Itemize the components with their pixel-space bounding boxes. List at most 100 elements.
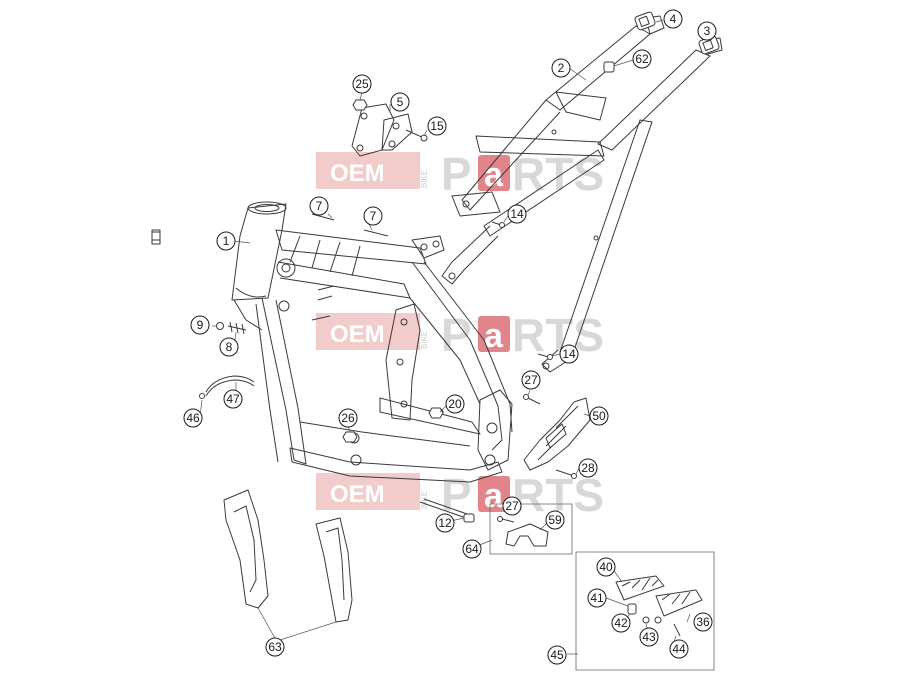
svg-text:26: 26 [341,411,355,425]
bolt-8 [227,321,247,335]
svg-text:BIKE: BIKE [420,170,429,188]
svg-text:45: 45 [550,648,564,662]
svg-text:P: P [441,148,472,200]
callout-41: 41 [587,588,607,608]
svg-text:8: 8 [226,340,233,354]
callout-28: 28 [578,458,598,478]
end-cap-4 [634,11,656,31]
svg-text:41: 41 [590,591,604,605]
svg-text:50: 50 [592,409,606,423]
svg-text:a: a [484,317,504,355]
callout-4: 4 [663,9,683,29]
callout-3: 3 [697,21,717,41]
footrest-kit-box-45 [575,551,715,671]
svg-text:OEM: OEM [330,321,385,348]
callout-47: 47 [223,389,243,409]
svg-text:BIKE: BIKE [420,331,429,349]
callout-20: 20 [445,394,465,414]
clip-7b [151,229,389,245]
callout-42: 42 [611,613,631,633]
callout-7a: 7 [309,196,329,216]
bolt-12 [419,498,475,523]
bracket-5 [351,103,413,157]
svg-text:9: 9 [197,318,204,332]
svg-text:15: 15 [430,119,444,133]
bolt-14-upper [491,221,505,228]
callout-2: 2 [551,58,571,78]
bolt-27 [523,394,541,405]
main-frame [151,201,513,483]
callout-14-lower: 14 [559,344,579,364]
svg-text:P: P [441,309,472,361]
callout-5: 5 [390,92,410,112]
hose-47 [205,375,255,397]
nut-20 [428,407,444,419]
callout-12: 12 [435,513,455,533]
nut-26 [342,431,358,443]
callout-62: 62 [632,49,652,69]
bushing-62 [603,61,615,73]
svg-text:OEM: OEM [330,160,385,187]
svg-text:RTS: RTS [512,309,604,361]
svg-text:25: 25 [355,77,369,91]
svg-text:63: 63 [268,640,282,654]
kit-box-64 [489,503,573,555]
svg-text:4: 4 [670,12,677,26]
svg-text:40: 40 [599,560,613,574]
svg-text:27: 27 [524,373,538,387]
callout-9: 9 [190,315,210,335]
svg-text:2: 2 [558,61,565,75]
svg-text:1: 1 [223,234,230,248]
callout-7b: 7 [363,206,383,226]
callout-44: 44 [669,639,689,659]
nut-25 [352,99,368,111]
svg-text:43: 43 [642,630,656,644]
callout-25: 25 [352,74,372,94]
frame-guards-63 [223,489,353,641]
callout-43: 43 [639,627,659,647]
svg-text:46: 46 [186,411,200,425]
svg-text:59: 59 [548,513,562,527]
svg-text:36: 36 [696,615,710,629]
svg-text:7: 7 [316,199,323,213]
svg-text:64: 64 [465,542,479,556]
svg-text:62: 62 [635,52,649,66]
callout-59: 59 [545,510,565,530]
svg-text:OEM: OEM [330,481,385,508]
callout-8: 8 [219,337,239,357]
bolt-14-lower [537,353,553,360]
svg-text:20: 20 [448,397,462,411]
svg-text:3: 3 [704,24,711,38]
clip-7a [311,213,335,221]
callout-50: 50 [589,406,609,426]
bolt-28 [555,469,577,479]
clip-46 [199,393,205,399]
callout-27-frame: 27 [521,370,541,390]
callout-36: 36 [693,612,713,632]
svg-text:27: 27 [505,499,519,513]
svg-text:BIKE: BIKE [420,491,429,509]
svg-text:7: 7 [370,209,377,223]
svg-text:a: a [484,477,504,515]
callout-46: 46 [183,408,203,428]
washer-9 [216,322,224,330]
callout-40: 40 [596,557,616,577]
callout-1: 1 [216,231,236,251]
svg-text:44: 44 [672,642,686,656]
svg-text:5: 5 [397,95,404,109]
svg-text:a: a [484,156,504,194]
callout-15: 15 [427,116,447,136]
bolt-15 [405,129,428,142]
watermark-top: OEM BIKE P a RTS [316,148,604,200]
svg-text:P: P [441,469,472,521]
svg-text:14: 14 [562,347,576,361]
callout-64: 64 [462,539,482,559]
svg-text:12: 12 [438,516,452,530]
plate-50 [523,397,591,471]
svg-text:28: 28 [581,461,595,475]
callout-26: 26 [338,408,358,428]
svg-text:42: 42 [614,616,628,630]
callout-27-kit: 27 [502,496,522,516]
callout-45: 45 [547,645,567,665]
